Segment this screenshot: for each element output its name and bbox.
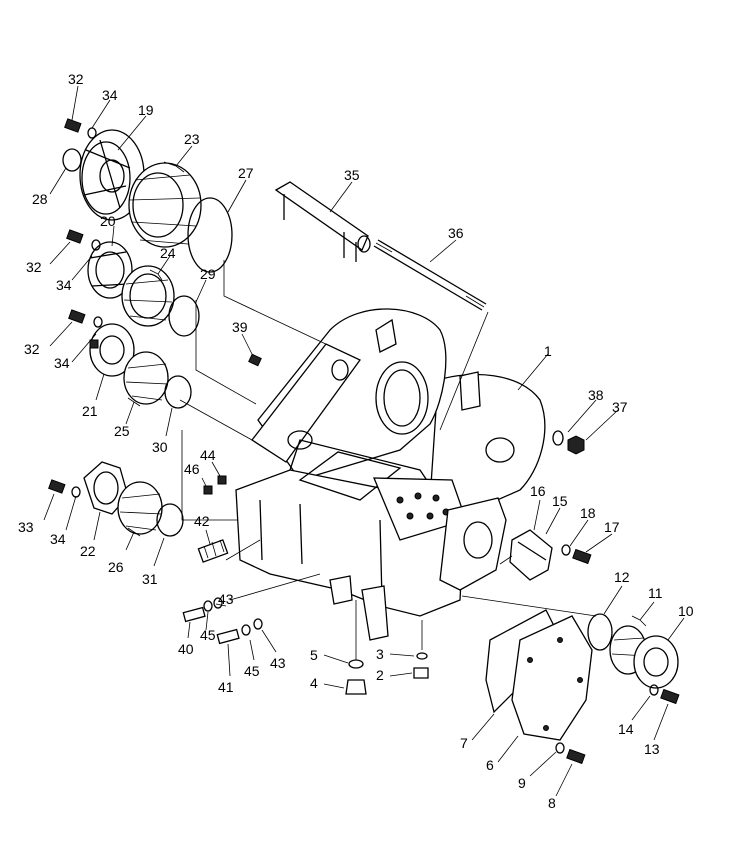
part-38-washer [552, 430, 564, 446]
callout: 23 [184, 131, 200, 147]
callout: 28 [32, 191, 48, 207]
callout: 17 [604, 519, 620, 535]
part-37-nut [567, 435, 585, 455]
callout: 6 [486, 757, 494, 773]
part-35-bar [274, 181, 371, 262]
callout: 37 [612, 399, 628, 415]
callout: 32 [26, 259, 42, 275]
callout: 2 [376, 667, 384, 683]
callout: 29 [200, 266, 216, 282]
callout: 30 [152, 439, 168, 455]
callout: 13 [644, 741, 660, 757]
callout: 11 [648, 585, 663, 601]
part-39-plug [248, 353, 262, 367]
part-26-sleeve [117, 481, 163, 535]
callout: 45 [244, 663, 260, 679]
callout: 27 [238, 165, 254, 181]
bolts-left [48, 118, 103, 498]
part-14-washer [649, 684, 659, 696]
callout: 5 [310, 647, 318, 663]
callout: 3 [376, 646, 384, 662]
part-1-housing [235, 308, 546, 641]
callout: 43 [270, 655, 286, 671]
part-12-oring [587, 613, 613, 651]
callout: 35 [344, 167, 360, 183]
callout: 46 [184, 461, 200, 477]
part-17-bolt [572, 548, 592, 565]
callout: 9 [518, 775, 526, 791]
callout: 38 [588, 387, 604, 403]
part-24-sleeve [121, 265, 175, 327]
leaders [43, 85, 685, 797]
callout: 15 [552, 493, 568, 509]
callout: 36 [448, 225, 464, 241]
callout: 14 [618, 721, 634, 737]
part-36-rod [373, 239, 487, 311]
callout: 16 [530, 483, 546, 499]
part-21-cover [89, 323, 135, 377]
callout: 31 [142, 571, 158, 587]
callout: 21 [82, 403, 98, 419]
part-9-washer [555, 742, 565, 754]
callout: 34 [102, 87, 118, 103]
callout: 25 [114, 423, 130, 439]
callout: 7 [460, 735, 468, 751]
part-8-bolt [566, 748, 586, 765]
part-44-46-fittings [203, 475, 227, 495]
callout: 8 [548, 795, 556, 811]
callout: 32 [68, 71, 84, 87]
part-25-sleeve [123, 351, 169, 405]
callout: 32 [24, 341, 40, 357]
part-20-cover [87, 241, 133, 299]
part-13-bolt [660, 688, 680, 705]
part-29-oring [168, 295, 200, 337]
callout: 19 [138, 102, 154, 118]
callout: 10 [678, 603, 694, 619]
part-5-4-plug [345, 659, 367, 695]
callout: 41 [218, 679, 234, 695]
part-28-oring [62, 148, 82, 172]
callout: 45 [200, 627, 216, 643]
part-40-41-studs [182, 597, 263, 645]
callout: 22 [80, 543, 96, 559]
callout: 44 [200, 447, 216, 463]
callout: 42 [194, 513, 210, 529]
callout: 26 [108, 559, 124, 575]
callout: 20 [100, 213, 116, 229]
callout: 33 [18, 519, 34, 535]
part-10-cover [633, 635, 679, 689]
part-6-cover [511, 615, 593, 741]
callout: 34 [50, 531, 66, 547]
part-3-2-plug [413, 652, 429, 679]
part-27-oring [187, 197, 233, 273]
part-30-oring [164, 375, 192, 409]
callout-labels: 32 34 19 23 28 27 35 36 32 34 20 24 29 3… [18, 71, 694, 811]
part-16-cover [509, 529, 553, 581]
callout: 43 [218, 591, 234, 607]
callout: 4 [310, 675, 318, 691]
callout: 34 [56, 277, 72, 293]
part-23-sleeve [128, 162, 202, 248]
part-18-washer [561, 544, 571, 556]
part-31-oring [156, 503, 184, 537]
callout: 24 [160, 245, 176, 261]
callout: 1 [544, 343, 552, 359]
callout: 39 [232, 319, 248, 335]
callout: 40 [178, 641, 194, 657]
callout: 18 [580, 505, 596, 521]
callout: 34 [54, 355, 70, 371]
part-42-plug [197, 539, 229, 563]
assembly-lines [179, 260, 597, 660]
callout: 12 [614, 569, 630, 585]
